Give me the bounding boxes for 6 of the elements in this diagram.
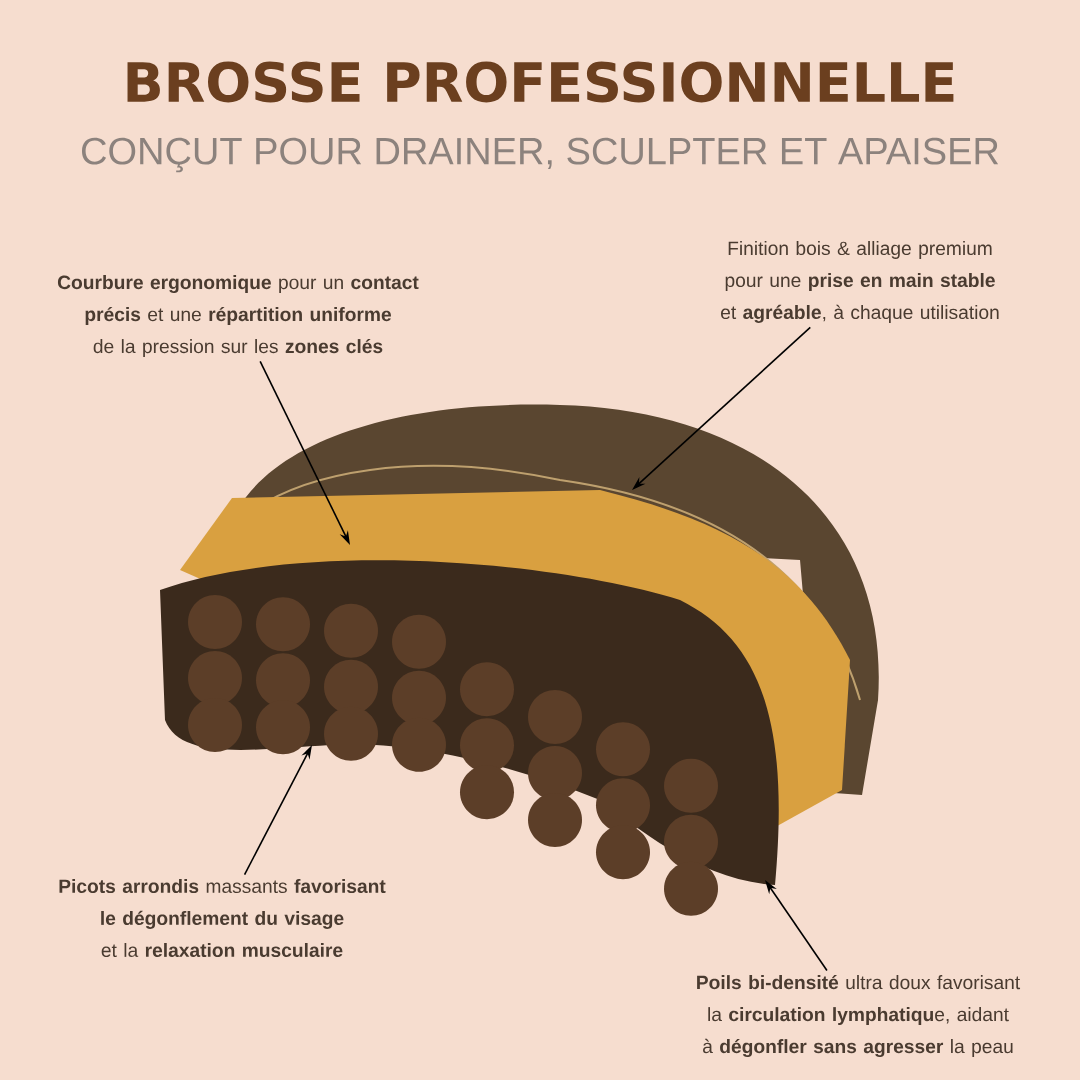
callout-text: Finition bois & alliage premium pour une prise en main stable et agréable, à chaque utilisation <box>721 241 999 323</box>
callout-text: Courbure ergonomique pour un contact précis et une répartition uniforme de la pression sur les zones clés <box>57 275 419 357</box>
callout-text: Poils bi-densité ultra doux favorisant la circulation lymphatique, aidant à dégonfler sans agresser la peau <box>697 974 1021 1058</box>
subtitle: CONÇUT POUR DRAINER, SCULPTER ET APAISER <box>82 137 999 173</box>
title: BROSSE PROFESSIONNELLE <box>127 61 954 103</box>
callout-text: Picots arrondis massants favorisant le dégonflement du visage et la relaxation musculaire <box>59 879 386 958</box>
